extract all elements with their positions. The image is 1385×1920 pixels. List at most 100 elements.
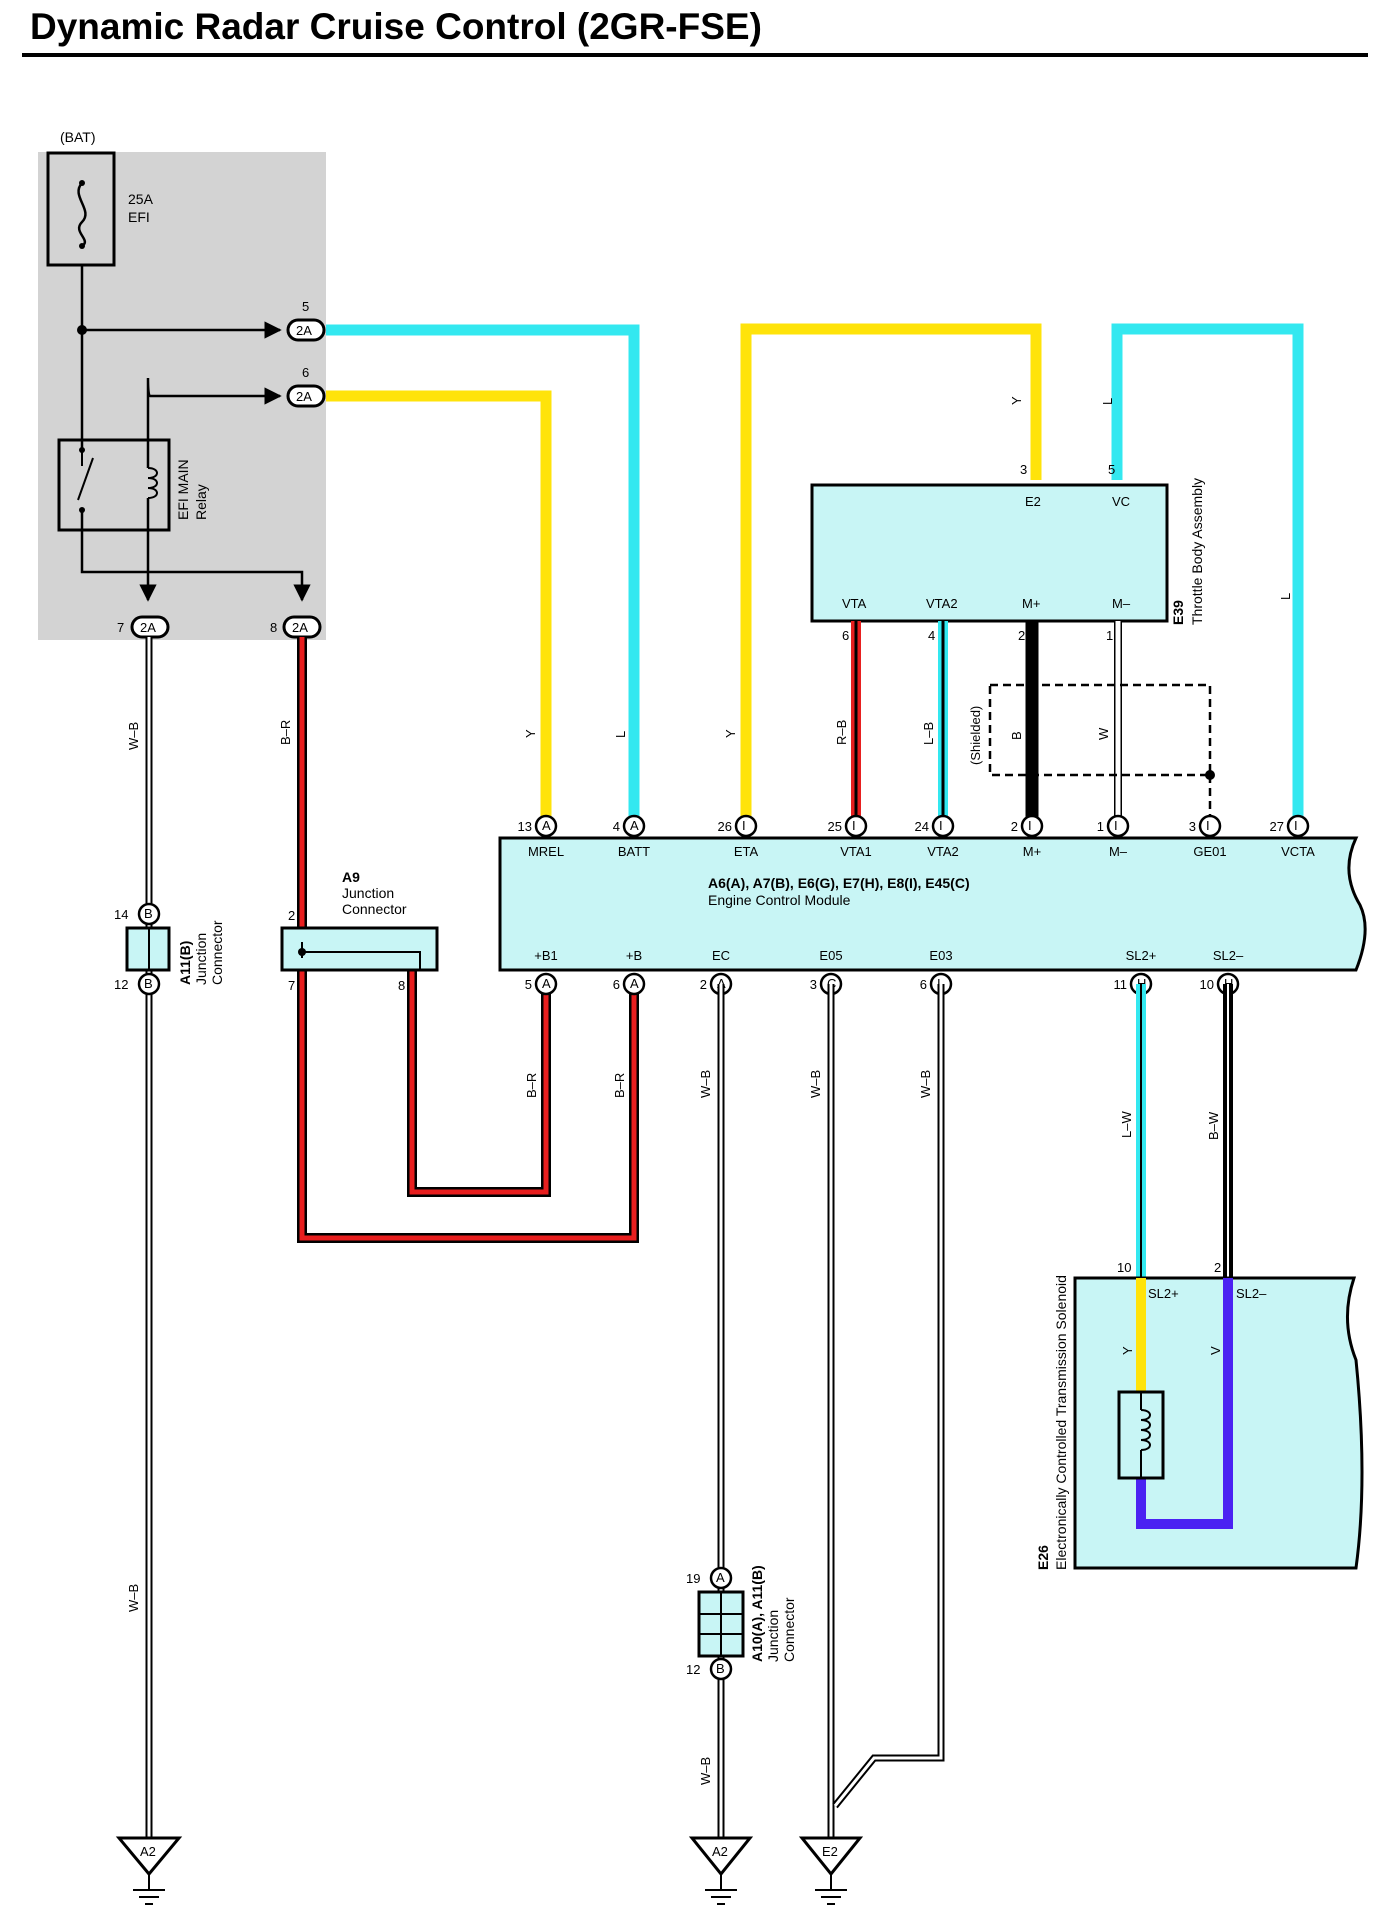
wl-wb-2: W–B xyxy=(126,1584,141,1612)
throttle-body-box xyxy=(810,483,1169,623)
svg-text:10: 10 xyxy=(1200,977,1214,992)
a11-bottom-conn: B xyxy=(144,976,153,991)
svg-text:8: 8 xyxy=(270,620,277,635)
wl-br-1: B–R xyxy=(278,720,293,745)
wl-y-e2: Y xyxy=(1009,396,1024,405)
svg-text:24: 24 xyxy=(915,819,929,834)
wl-wb-e05: W–B xyxy=(808,1070,823,1098)
tb-pin-vta2-num: 4 xyxy=(928,628,935,643)
tb-pin-vta: VTA xyxy=(842,596,867,611)
sol-pin-2-num: 2 xyxy=(1214,1260,1221,1275)
svg-text:VTA2: VTA2 xyxy=(927,844,959,859)
wl-wb-ec: W–B xyxy=(698,1070,713,1098)
svg-text:2: 2 xyxy=(1011,819,1018,834)
tb-pin-e2-num: 3 xyxy=(1020,462,1027,477)
svg-text:I: I xyxy=(852,818,856,833)
tb-pin-vta2: VTA2 xyxy=(926,596,958,611)
svg-text:11: 11 xyxy=(1114,977,1128,992)
connector-2a-pin6: 2A 6 xyxy=(286,365,326,408)
svg-text:7: 7 xyxy=(117,620,124,635)
ecm-name: Engine Control Module xyxy=(708,892,851,908)
a10-code: A10(A), A11(B) xyxy=(749,1565,765,1662)
a9-pin-7: 7 xyxy=(288,978,295,993)
svg-text:2A: 2A xyxy=(140,620,156,635)
svg-text:H: H xyxy=(1137,976,1146,991)
svg-text:I: I xyxy=(1294,818,1298,833)
svg-text:E05: E05 xyxy=(819,948,842,963)
svg-text:BATT: BATT xyxy=(618,844,650,859)
fuse-amp: 25A xyxy=(128,191,154,207)
svg-text:6: 6 xyxy=(920,977,927,992)
svg-text:27: 27 xyxy=(1270,819,1284,834)
svg-text:E03: E03 xyxy=(929,948,952,963)
wl-wb-ec-2: W–B xyxy=(698,1757,713,1785)
efi-main-relay xyxy=(57,438,171,532)
wl-rb: R–B xyxy=(834,720,849,745)
svg-text:I: I xyxy=(1028,818,1032,833)
svg-text:A: A xyxy=(630,818,639,833)
ground-symbol-a2-mid: A2 xyxy=(688,1836,754,1905)
svg-text:+B1: +B1 xyxy=(534,948,558,963)
a10-top-conn: A xyxy=(716,1570,725,1585)
a11-top-pin: 14 xyxy=(114,907,128,922)
tb-pin-mplus-num: 2 xyxy=(1018,628,1025,643)
sol-pin-10-num: 10 xyxy=(1117,1260,1131,1275)
wl-bw: B–W xyxy=(1206,1111,1221,1140)
svg-text:13: 13 xyxy=(518,819,532,834)
svg-text:A2: A2 xyxy=(712,1844,728,1859)
svg-text:VTA1: VTA1 xyxy=(840,844,872,859)
wire-cyan-batt xyxy=(326,324,640,826)
svg-text:GE01: GE01 xyxy=(1193,844,1226,859)
svg-text:H: H xyxy=(1224,976,1233,991)
tb-pin-vc: VC xyxy=(1112,494,1130,509)
wl-l-batt: L xyxy=(613,731,628,738)
svg-text:MREL: MREL xyxy=(528,844,564,859)
wl-b: B xyxy=(1009,731,1024,740)
connector-2a-pin8: 2A 8 xyxy=(270,615,322,639)
sol-wl-y: Y xyxy=(1120,1346,1135,1355)
wl-y-eta: Y xyxy=(723,729,738,738)
wl-l-vc: L xyxy=(1100,398,1115,405)
svg-text:M+: M+ xyxy=(1023,844,1041,859)
wl-wb-1: W–B xyxy=(126,722,141,750)
ecm-bottom-pin-1: A6+B xyxy=(613,948,646,996)
svg-text:25: 25 xyxy=(828,819,842,834)
ecm-top-pin-6: I1M– xyxy=(1097,814,1130,859)
a11-line1: Junction xyxy=(193,933,209,985)
ecm-box xyxy=(498,836,1367,972)
shielded-label: (Shielded) xyxy=(968,706,983,765)
junction-a9 xyxy=(280,926,439,972)
throttle-code: E39 xyxy=(1170,600,1186,625)
throttle-name: Throttle Body Assembly xyxy=(1189,478,1205,625)
svg-text:ETA: ETA xyxy=(734,844,759,859)
a10-line2: Connector xyxy=(781,1597,797,1662)
svg-text:I: I xyxy=(1114,818,1118,833)
ground-symbol-e2: E2 xyxy=(798,1836,864,1905)
svg-text:A: A xyxy=(630,976,639,991)
wire-wb-e03 xyxy=(833,984,943,1807)
svg-text:I: I xyxy=(742,818,746,833)
svg-text:A: A xyxy=(542,976,551,991)
svg-text:A: A xyxy=(717,976,726,991)
svg-text:2A: 2A xyxy=(292,620,308,635)
ground-symbol-a2-left: A2 xyxy=(115,1836,183,1905)
wl-wb-e03: W–B xyxy=(918,1070,933,1098)
a9-line2: Connector xyxy=(342,901,407,917)
svg-text:E2: E2 xyxy=(822,1844,838,1859)
svg-text:4: 4 xyxy=(613,819,620,834)
wl-br-3: B–R xyxy=(612,1073,627,1098)
svg-text:6: 6 xyxy=(302,365,309,380)
a9-code: A9 xyxy=(342,869,360,885)
relay-label-2: Relay xyxy=(193,484,209,520)
wl-lb: L–B xyxy=(921,722,936,745)
fuse-name: EFI xyxy=(128,209,150,225)
svg-text:5: 5 xyxy=(525,977,532,992)
svg-text:5: 5 xyxy=(302,299,309,314)
wl-l-vcta: L xyxy=(1278,593,1293,600)
svg-text:3: 3 xyxy=(810,977,817,992)
